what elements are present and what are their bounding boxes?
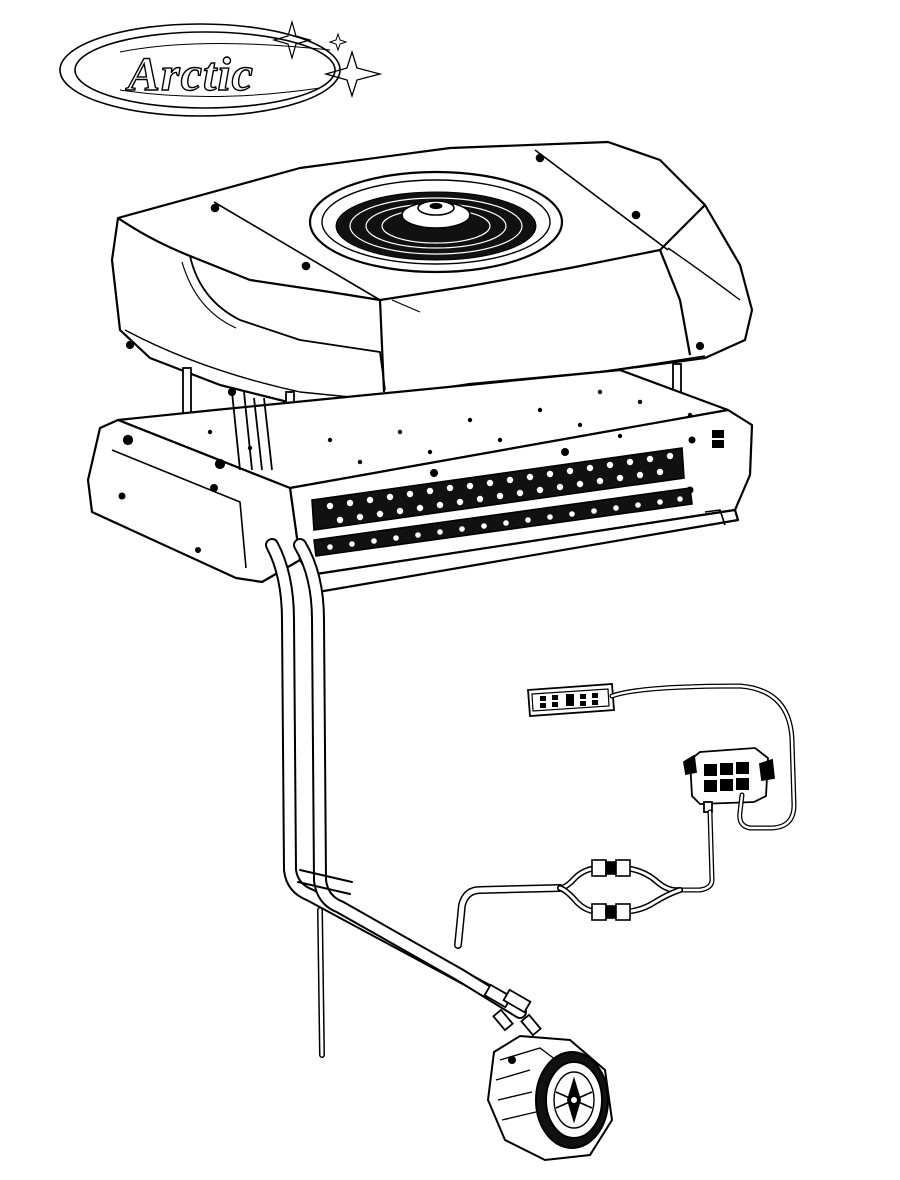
refrigerant-hose-icon xyxy=(265,538,564,1058)
arctic-logo-icon: Arctic xyxy=(59,19,383,117)
logo-text: Arctic xyxy=(125,48,254,101)
compressor-icon xyxy=(486,1034,614,1162)
vent-grille-icon xyxy=(311,447,693,557)
control-panel-icon xyxy=(527,683,615,717)
fan-grille-icon xyxy=(308,170,564,274)
roof-ac-unit-icon xyxy=(110,140,754,410)
relay-box-icon xyxy=(683,747,775,813)
hose-fitting-icon xyxy=(483,983,542,1037)
wire-connector-icon xyxy=(591,859,631,921)
connector-pipes-icon xyxy=(231,391,273,471)
